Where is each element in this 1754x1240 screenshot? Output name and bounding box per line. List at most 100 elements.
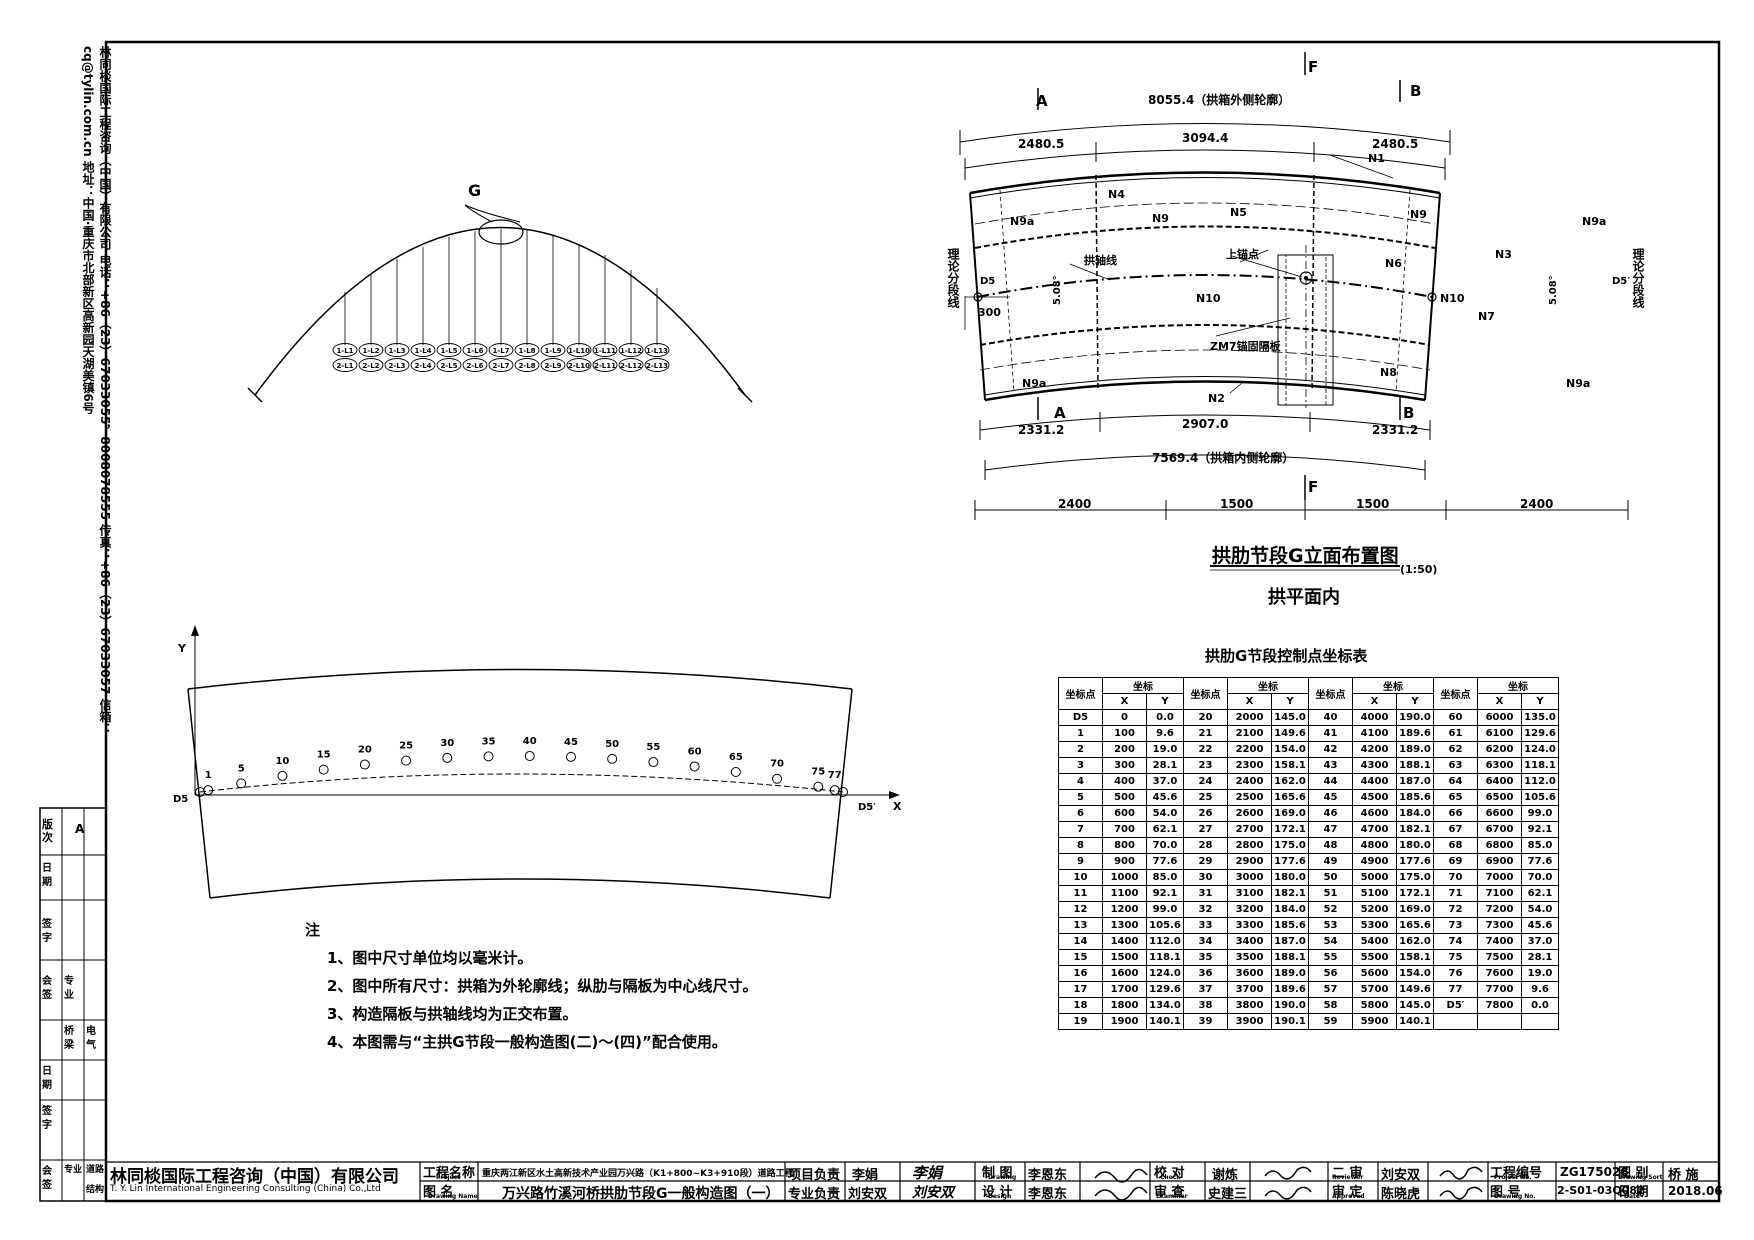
th-y-3: Y (1396, 693, 1434, 710)
table-cell: 162.0 (1271, 773, 1309, 790)
table-cell: 5500 (1352, 949, 1397, 966)
table-cell: 44 (1308, 773, 1353, 790)
table-cell: 68 (1433, 837, 1478, 854)
arch-axis-line (976, 274, 1433, 298)
table-cell: 85.0 (1146, 869, 1184, 886)
hanger-label: 2-L13 (646, 362, 668, 370)
table-cell: 6600 (1477, 805, 1522, 822)
table-cell: 7500 (1477, 949, 1522, 966)
strip-cosign-2: 会签 (42, 1166, 52, 1191)
table-cell: 800 (1102, 837, 1147, 854)
table-cell: 2600 (1227, 805, 1272, 822)
review-label-en: Examiner (1156, 1193, 1188, 1200)
drawing-sort: 桥 施 (1668, 1168, 1699, 1183)
elevation-scale: (1:50) (1400, 563, 1437, 576)
th-y-1: Y (1146, 693, 1184, 710)
table-cell: 3000 (1227, 869, 1272, 886)
table-cell: 23 (1183, 757, 1228, 774)
table-cell: 2700 (1227, 821, 1272, 838)
table-cell: 7100 (1477, 885, 1522, 902)
table-cell: 85.0 (1521, 837, 1559, 854)
label-n7: N7 (1478, 310, 1495, 323)
table-cell: 73 (1433, 917, 1478, 934)
table-cell: 30 (1183, 869, 1228, 886)
table-cell: 6500 (1477, 789, 1522, 806)
th-x-1: X (1102, 693, 1147, 710)
control-point-marker (277, 770, 288, 781)
control-point-marker (689, 761, 700, 772)
table-cell: 175.0 (1271, 837, 1309, 854)
company-name-en: T. Y. Lin International Engineering Cons… (110, 1184, 381, 1194)
control-point-marker (359, 759, 370, 770)
table-cell: 177.6 (1271, 853, 1309, 870)
hanger-label-ring (592, 343, 618, 357)
table-cell: 31 (1183, 885, 1228, 902)
table-cell: 24 (1183, 773, 1228, 790)
table-cell: 1700 (1102, 981, 1147, 998)
table-cell: 5800 (1352, 997, 1397, 1014)
th-x-2: X (1227, 693, 1272, 710)
drawing-no: 2-S01-03Q082 (1557, 1184, 1645, 1197)
table-cell: 4600 (1352, 805, 1397, 822)
table-cell: 48 (1308, 837, 1353, 854)
hanger-label-ring (436, 343, 462, 357)
table-cell: 1500 (1102, 949, 1147, 966)
control-point-marker (442, 752, 453, 763)
table-cell: 187.0 (1396, 773, 1434, 790)
box-top-edge (969, 171, 1441, 195)
cp-d5p: D5′ (858, 802, 876, 813)
dim-outer-left: 2480.5 (1018, 137, 1064, 151)
table-cell: 184.0 (1271, 901, 1309, 918)
drawing-no-label: 图 号 (1490, 1185, 1521, 1200)
control-point-label: 30 (440, 738, 454, 749)
drawing-name-label: 图 名 (423, 1185, 454, 1200)
dim-inner-right: 2331.2 (1372, 423, 1418, 437)
table-cell: 3200 (1227, 901, 1272, 918)
table-cell: 187.0 (1271, 933, 1309, 950)
control-point-endpoint (838, 787, 848, 797)
table-cell: 1400 (1102, 933, 1147, 950)
table-cell: 18 (1058, 997, 1103, 1014)
section-f-top: F (1308, 58, 1318, 76)
table-cell: 2400 (1227, 773, 1272, 790)
table-cell: 54.0 (1521, 901, 1559, 918)
note-3: 3、构造隔板与拱轴线均为正交布置。 (327, 1005, 578, 1023)
table-cell: 5600 (1352, 965, 1397, 982)
table-cell: 59 (1308, 1013, 1353, 1030)
table-cell: 62.1 (1146, 821, 1184, 838)
dim-outer-mid: 3094.4 (1182, 131, 1228, 145)
label-n6: N6 (1385, 257, 1402, 270)
table-cell: 7 (1058, 821, 1103, 838)
strip-electric: 电气 (86, 1026, 96, 1051)
table-cell: 58 (1308, 997, 1353, 1014)
control-box-bottom (209, 878, 831, 899)
hanger-label: 1-L10 (568, 347, 590, 355)
table-cell: 55 (1308, 949, 1353, 966)
table-cell: 3300 (1227, 917, 1272, 934)
check-label: 校 对 (1154, 1166, 1185, 1181)
approve-name: 陈晓虎 (1381, 1187, 1421, 1202)
hanger-label: 2-L6 (466, 362, 483, 370)
table-cell: 4700 (1352, 821, 1397, 838)
table-cell: 700 (1102, 821, 1147, 838)
table-cell: 129.6 (1521, 725, 1559, 742)
table-cell: 34 (1183, 933, 1228, 950)
project-no-label: 工程编号 (1490, 1166, 1543, 1181)
design-name: 李恩东 (1028, 1187, 1068, 1202)
table-cell: 2200 (1227, 741, 1272, 758)
table-cell: 190.1 (1271, 1013, 1309, 1030)
table-cell: D5′ (1433, 997, 1478, 1014)
table-cell: 4400 (1352, 773, 1397, 790)
strip-spec-1: 专业 (64, 976, 74, 1001)
th-coord-2: 坐标 (1227, 677, 1309, 694)
table-cell: 6700 (1477, 821, 1522, 838)
table-cell: 9.6 (1521, 981, 1559, 998)
strip-sign-1: 签字 (42, 919, 52, 944)
table-cell: 61 (1433, 725, 1478, 742)
table-cell: 74 (1433, 933, 1478, 950)
